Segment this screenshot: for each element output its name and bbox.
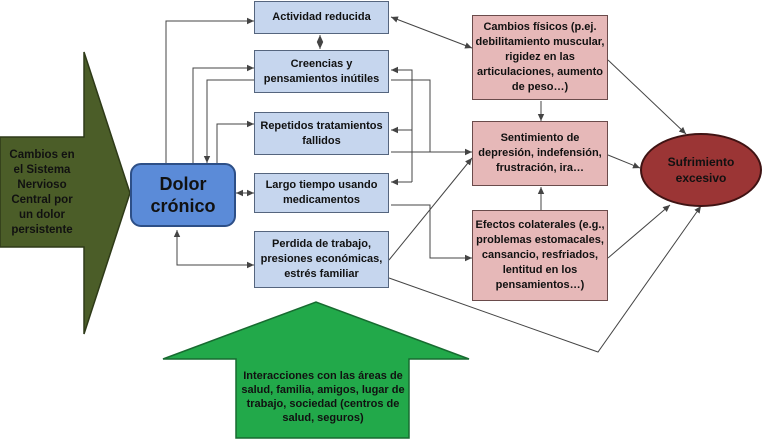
- connector-perdida-sentimiento: [388, 157, 473, 261]
- connector-efectos-sufrimiento: [607, 204, 671, 259]
- outcome-sufrimiento-excesivo: Sufrimiento excesivo: [640, 133, 762, 207]
- connector-sentimiento-sufrimiento: [607, 154, 641, 169]
- left-arrow-label: Cambios en el Sistema Nervioso Central p…: [9, 149, 75, 236]
- box-creencias: Creencias y pensamientos inútiles: [254, 50, 389, 93]
- connector-core-perdida: [173, 230, 254, 269]
- bottom-arrow-label: Interacciones con las áreas de salud, fa…: [241, 370, 405, 424]
- box-sentimiento-depresion: Sentimiento de depresión, indefensión, f…: [472, 121, 608, 186]
- connector-core-creencias: [192, 64, 254, 175]
- box-cambios-fisicos: Cambios físicos (p.ej. debilitamiento mu…: [472, 15, 608, 100]
- connector-perdida-sufrimiento: [388, 205, 702, 353]
- connector-creencias-core: [203, 79, 254, 163]
- box-actividad-reducida: Actividad reducida: [254, 1, 389, 34]
- core-node-dolor-cronico: Dolor crónico: [130, 163, 236, 227]
- connector-core-actividad: [165, 17, 254, 175]
- connector-largo-efectos: [391, 204, 472, 262]
- box-perdida-trabajo: Perdida de trabajo, presiones económicas…: [254, 231, 389, 288]
- connector-actividad-cambios: [390, 16, 473, 49]
- connector-bus-creencias: [391, 66, 413, 182]
- box-efectos-colaterales: Efectos colaterales (e.g., problemas est…: [472, 210, 608, 301]
- left-arrow-shape: [0, 51, 131, 335]
- box-repetidos-tratamientos: Repetidos tratamientos fallidos: [254, 112, 389, 155]
- connector-core-repetidos: [216, 120, 254, 165]
- box-largo-tiempo-medicamentos: Largo tiempo usando medicamentos: [254, 173, 389, 213]
- connector-cambios-sufrimiento: [607, 59, 687, 135]
- bottom-arrow-shape: [162, 301, 470, 439]
- connector-creencias-sentimiento: [391, 79, 472, 156]
